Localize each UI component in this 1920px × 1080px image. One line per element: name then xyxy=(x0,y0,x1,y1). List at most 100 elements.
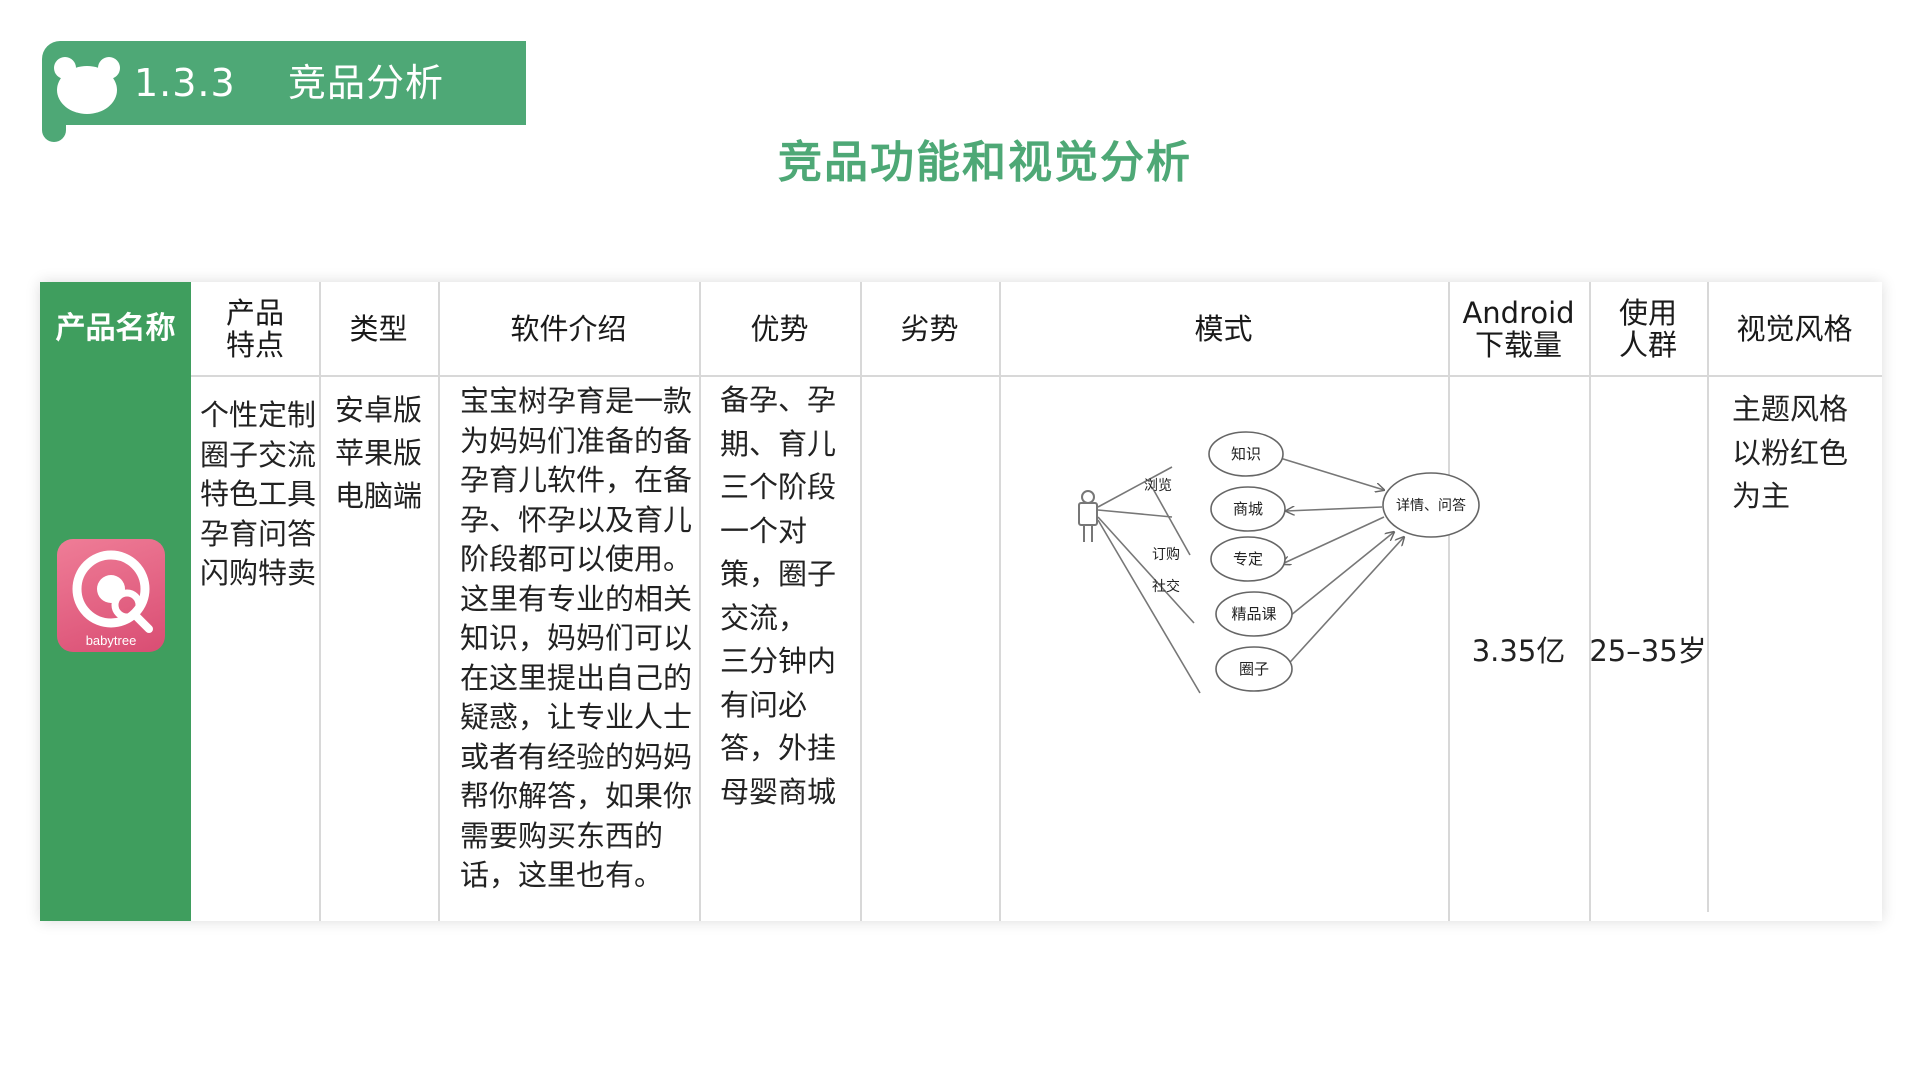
strength-line: 三分钟内 xyxy=(720,644,837,678)
feature-item: 特色工具 xyxy=(200,477,317,511)
visual-cell: 主题风格 以粉红色 为主 xyxy=(1732,388,1848,519)
intro-line: 或者有经验的妈妈 xyxy=(460,739,693,774)
section-tab-tail xyxy=(42,110,66,142)
edge-actor-circle xyxy=(1097,519,1201,694)
strengths-cell: 备孕、孕 期、育儿 三个阶段 一个对 策，圈子 交流， 三分钟内 有问必 答，外… xyxy=(720,379,836,814)
strength-line: 三个阶段 xyxy=(720,470,837,504)
header-downloads-line: Android xyxy=(1462,295,1575,330)
intro-line: 疑惑，让专业人士 xyxy=(460,700,693,734)
users-cell: 25–35岁 xyxy=(1589,634,1707,668)
node-knowledge xyxy=(1208,431,1284,477)
col-divider xyxy=(319,282,321,921)
node-label: 专定 xyxy=(1233,550,1263,568)
header-users-line: 人群 xyxy=(1618,327,1677,362)
node-label: 精品课 xyxy=(1231,605,1276,623)
node-course xyxy=(1215,591,1293,637)
header-features-line: 产品 xyxy=(225,295,284,330)
edge-mall-detail xyxy=(1286,507,1383,511)
header-intro: 软件介绍 xyxy=(510,311,627,346)
intro-line: 为妈妈们准备的备 xyxy=(460,423,693,458)
visual-line: 主题风格 xyxy=(1732,392,1849,426)
edge-knowledge-detail xyxy=(1279,457,1384,490)
strength-line: 一个对 xyxy=(720,513,808,548)
type-cell: 安卓版 苹果版 电脑端 xyxy=(335,389,422,518)
intro-cell: 宝宝树孕育是一款 为妈妈们准备的备 孕育儿软件，在备 孕、怀孕以及育儿 阶段都可… xyxy=(460,382,692,896)
feature-item: 圈子交流 xyxy=(200,437,317,472)
edge-special-detail xyxy=(1282,516,1385,564)
header-features: 产品特点 xyxy=(191,282,319,375)
edge-actor-mall xyxy=(1097,509,1173,518)
section-title: 1.3.3 竞品分析 xyxy=(134,61,445,105)
header-type: 类型 xyxy=(349,311,408,346)
intro-line: 这里有专业的相关 xyxy=(460,581,693,616)
header-mode: 模式 xyxy=(1194,311,1253,346)
intro-line: 宝宝树孕育是一款 xyxy=(460,384,693,418)
node-detail-qa xyxy=(1382,472,1480,538)
node-label: 知识 xyxy=(1231,445,1261,463)
strength-line: 母婴商城 xyxy=(720,774,837,809)
strength-line: 交流， xyxy=(720,600,808,635)
visual-line: 为主 xyxy=(1732,479,1791,513)
header-visual: 视觉风格 xyxy=(1736,311,1853,346)
page-title: 竞品功能和视觉分析 xyxy=(778,137,1192,188)
col-divider xyxy=(1448,282,1450,921)
col-divider xyxy=(699,282,701,921)
babytree-logo-icon xyxy=(72,550,153,633)
col-divider xyxy=(999,282,1001,921)
edge-actor-course xyxy=(1097,516,1195,624)
col-divider xyxy=(1707,282,1709,912)
edge-label: 社交 xyxy=(1152,578,1180,595)
node-special xyxy=(1210,536,1286,582)
col-divider xyxy=(1589,282,1591,921)
header-weaknesses: 劣势 xyxy=(900,311,959,346)
intro-line: 话，这里也有。 xyxy=(460,858,664,892)
node-label: 圈子 xyxy=(1239,660,1269,678)
babytree-app-icon: babytree xyxy=(57,539,165,652)
header-downloads-line: 下载量 xyxy=(1474,327,1562,362)
header-users-line: 使用 xyxy=(1618,295,1677,330)
node-mall xyxy=(1210,486,1286,532)
downloads-cell: 3.35亿 xyxy=(1471,634,1566,668)
node-circle xyxy=(1215,646,1293,692)
strength-line: 备孕、孕 xyxy=(720,383,837,417)
header-divider xyxy=(191,375,1882,377)
col-divider xyxy=(860,282,862,921)
header-users: 使用人群 xyxy=(1589,282,1707,375)
type-item: 安卓版 xyxy=(335,393,423,427)
feature-item: 孕育问答 xyxy=(200,516,317,551)
intro-line: 在这里提出自己的 xyxy=(460,660,693,695)
feature-item: 闪购特卖 xyxy=(200,556,317,590)
node-label: 商城 xyxy=(1233,500,1263,518)
intro-line: 孕、怀孕以及育儿 xyxy=(460,502,693,537)
strength-line: 期、育儿 xyxy=(720,426,837,461)
features-cell: 个性定制 圈子交流 特色工具 孕育问答 闪购特卖 xyxy=(200,396,316,594)
app-icon-label: babytree xyxy=(85,633,137,648)
edge-circle-detail xyxy=(1271,537,1404,683)
col-divider xyxy=(438,282,440,921)
edge-label: 订购 xyxy=(1152,547,1180,563)
node-label: 详情、问答 xyxy=(1396,497,1466,514)
intro-line: 知识，妈妈们可以 xyxy=(460,621,693,655)
user-actor-icon xyxy=(1078,490,1098,542)
header-product-name: 产品名称 xyxy=(55,310,176,346)
strength-line: 有问必 xyxy=(720,687,808,722)
mode-use-case-diagram: 知识 商城 专定 精品课 圈子 详情、问答 浏览 订购 社交 xyxy=(1078,431,1480,694)
edge-course-detail xyxy=(1279,532,1394,625)
header-strengths: 优势 xyxy=(750,311,809,346)
strength-line: 答，外挂 xyxy=(720,731,837,765)
edge-actor-knowledge xyxy=(1097,466,1173,508)
edge-actor-special xyxy=(1151,486,1191,556)
visual-line: 以粉红色 xyxy=(1732,435,1849,470)
bear-head-icon xyxy=(54,57,120,114)
intro-line: 孕育儿软件，在备 xyxy=(460,463,693,497)
header-features-line: 特点 xyxy=(225,327,284,362)
edge-label: 浏览 xyxy=(1144,478,1172,494)
type-item: 电脑端 xyxy=(335,479,423,513)
intro-line: 需要购买东西的 xyxy=(460,818,664,853)
strength-line: 策，圈子 xyxy=(720,557,837,591)
intro-line: 帮你解答，如果你 xyxy=(460,779,693,813)
feature-item: 个性定制 xyxy=(200,398,317,432)
section-tab xyxy=(42,41,526,125)
